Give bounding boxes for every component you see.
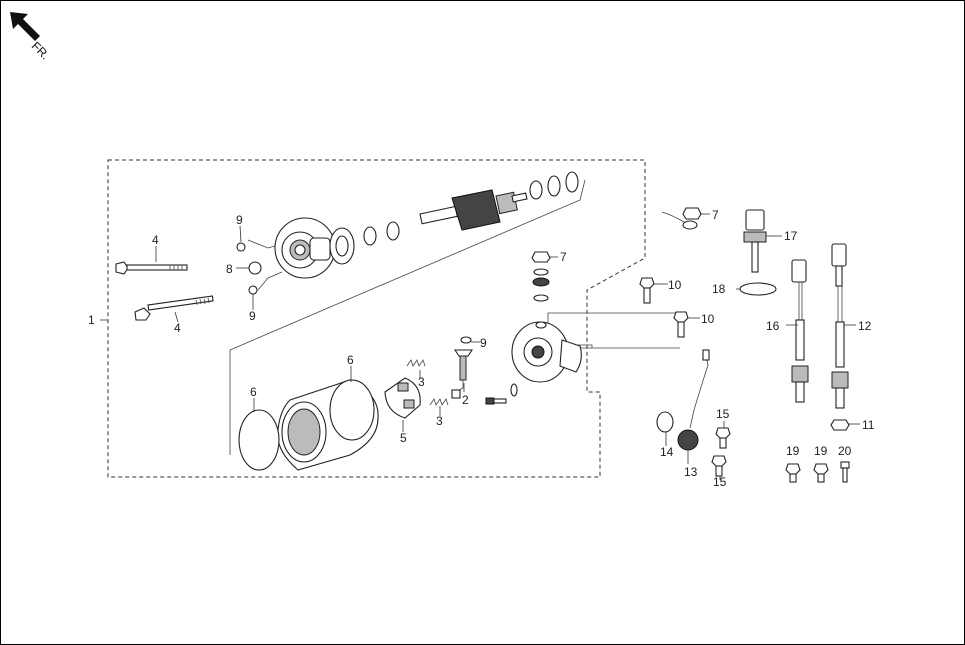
- washer-a: [363, 226, 377, 246]
- bolt-15-lower: [711, 455, 727, 477]
- sensor-nut-11: [830, 419, 850, 431]
- front-cover: [274, 217, 336, 279]
- callout-15-upper: 15: [716, 407, 730, 421]
- brush-holder: [384, 377, 421, 419]
- terminal-bolt: [451, 349, 474, 399]
- bolt-19-left: [785, 463, 801, 483]
- callout-20: 20: [838, 444, 852, 458]
- mounting-bolt-upper: [639, 277, 655, 304]
- sensor-washer: [739, 282, 777, 296]
- guide-line-13: [577, 347, 680, 352]
- callout-15-lower: 15: [713, 475, 727, 489]
- oxygen-sensor-12: [831, 243, 849, 409]
- front-arrow-icon: [10, 12, 40, 41]
- callout-3-upper: 3: [418, 375, 425, 389]
- leader-lines: [155, 213, 860, 480]
- spring-upper: [406, 359, 426, 367]
- callout-4-upper: 4: [152, 233, 159, 247]
- o-ring-large: [248, 261, 262, 275]
- o-ring-small-lower: [248, 285, 258, 295]
- bolt-19-right: [813, 463, 829, 483]
- callout-19-left: 19: [786, 444, 800, 458]
- guide-line-10b: [547, 312, 677, 325]
- rear-housing: [511, 321, 582, 383]
- callout-9-lower: 9: [249, 309, 256, 323]
- armature: [419, 189, 528, 231]
- through-bolt-lower: [134, 295, 214, 321]
- callout-7-upper: 7: [712, 208, 719, 222]
- brush-plate: [329, 227, 355, 265]
- spring-lower: [429, 398, 449, 406]
- callout-8: 8: [226, 262, 233, 276]
- direction-label: FR.: [29, 39, 53, 63]
- motor-yoke: [277, 379, 379, 471]
- callout-9-upper: 9: [236, 213, 243, 227]
- sensor-o-ring: [656, 411, 674, 433]
- guide-line-upper: [229, 179, 586, 351]
- callout-3-lower: 3: [436, 414, 443, 428]
- bolt-15-upper: [715, 427, 731, 449]
- washer-b: [386, 221, 400, 241]
- terminal-nut-stack: [531, 251, 551, 329]
- bearing-c: [565, 171, 579, 193]
- gasket-ring: [238, 409, 280, 471]
- callout-6-upper: 6: [347, 353, 354, 367]
- o-ring-terminal: [460, 336, 472, 344]
- pin-20: [840, 461, 850, 483]
- flat-washer: [510, 383, 518, 397]
- callout-19-right: 19: [814, 444, 828, 458]
- callout-1: 1: [88, 313, 95, 327]
- callout-10-lower: 10: [701, 312, 715, 326]
- callout-9-right: 9: [480, 336, 487, 350]
- assembly-boundary: [107, 159, 646, 478]
- callout-17: 17: [784, 229, 798, 243]
- guide-line-9b: [257, 271, 283, 291]
- callout-7-lower: 7: [560, 250, 567, 264]
- callout-2: 2: [462, 393, 469, 407]
- oxygen-sensor-16: [791, 259, 809, 403]
- mounting-bolt-lower: [673, 311, 689, 338]
- callout-11: 11: [862, 418, 875, 432]
- bearing-b: [547, 175, 561, 197]
- callout-18: 18: [712, 282, 726, 296]
- speed-sensor: [677, 349, 710, 451]
- bearing-a: [529, 180, 543, 200]
- cap-bolt: [485, 397, 507, 405]
- callout-13: 13: [684, 465, 698, 479]
- callout-10-upper: 10: [668, 278, 682, 292]
- temperature-sensor: [743, 209, 767, 273]
- through-bolt-upper: [115, 261, 188, 275]
- callout-6-lower: 6: [250, 385, 257, 399]
- callout-16: 16: [766, 319, 780, 333]
- cable-lug: [661, 207, 702, 230]
- callout-14: 14: [660, 445, 674, 459]
- callout-4-lower: 4: [174, 321, 181, 335]
- callout-5: 5: [400, 431, 407, 445]
- o-ring-small-upper: [236, 242, 246, 252]
- callout-12: 12: [858, 319, 872, 333]
